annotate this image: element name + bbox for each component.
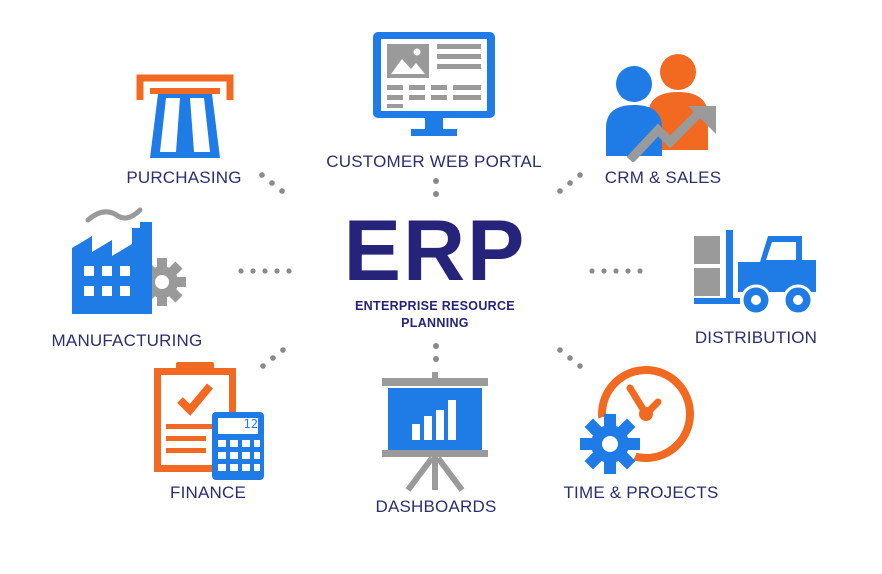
erp-title: ERP [343,203,527,299]
module-label-customer-web-portal: CUSTOMER WEB PORTAL [326,152,542,171]
erp-subtitle: ENTERPRISE RESOURCE PLANNING [330,298,540,332]
module-label-manufacturing: MANUFACTURING [51,331,203,350]
module-label-distribution: DISTRIBUTION [694,328,818,347]
clock-gear-icon [580,366,694,474]
erp-subtitle-line1: ENTERPRISE RESOURCE [355,299,515,313]
people-growth-icon [606,54,716,162]
module-label-time-projects: TIME & PROJECTS [563,483,719,502]
forklift-icon [694,230,816,316]
module-label-purchasing: PURCHASING [126,168,242,187]
module-label-dashboards: DASHBOARDS [375,497,497,516]
calculator-display: 12 [243,417,258,431]
monitor-icon [373,32,495,136]
factory-icon [72,207,186,314]
module-label-finance: FINANCE [169,483,247,502]
presentation-board-icon [382,372,488,492]
clipboard-calculator-icon [154,362,264,480]
erp-subtitle-line2: PLANNING [401,316,469,330]
card-reader-icon [136,74,234,158]
module-label-crm-sales: CRM & SALES [604,168,722,187]
